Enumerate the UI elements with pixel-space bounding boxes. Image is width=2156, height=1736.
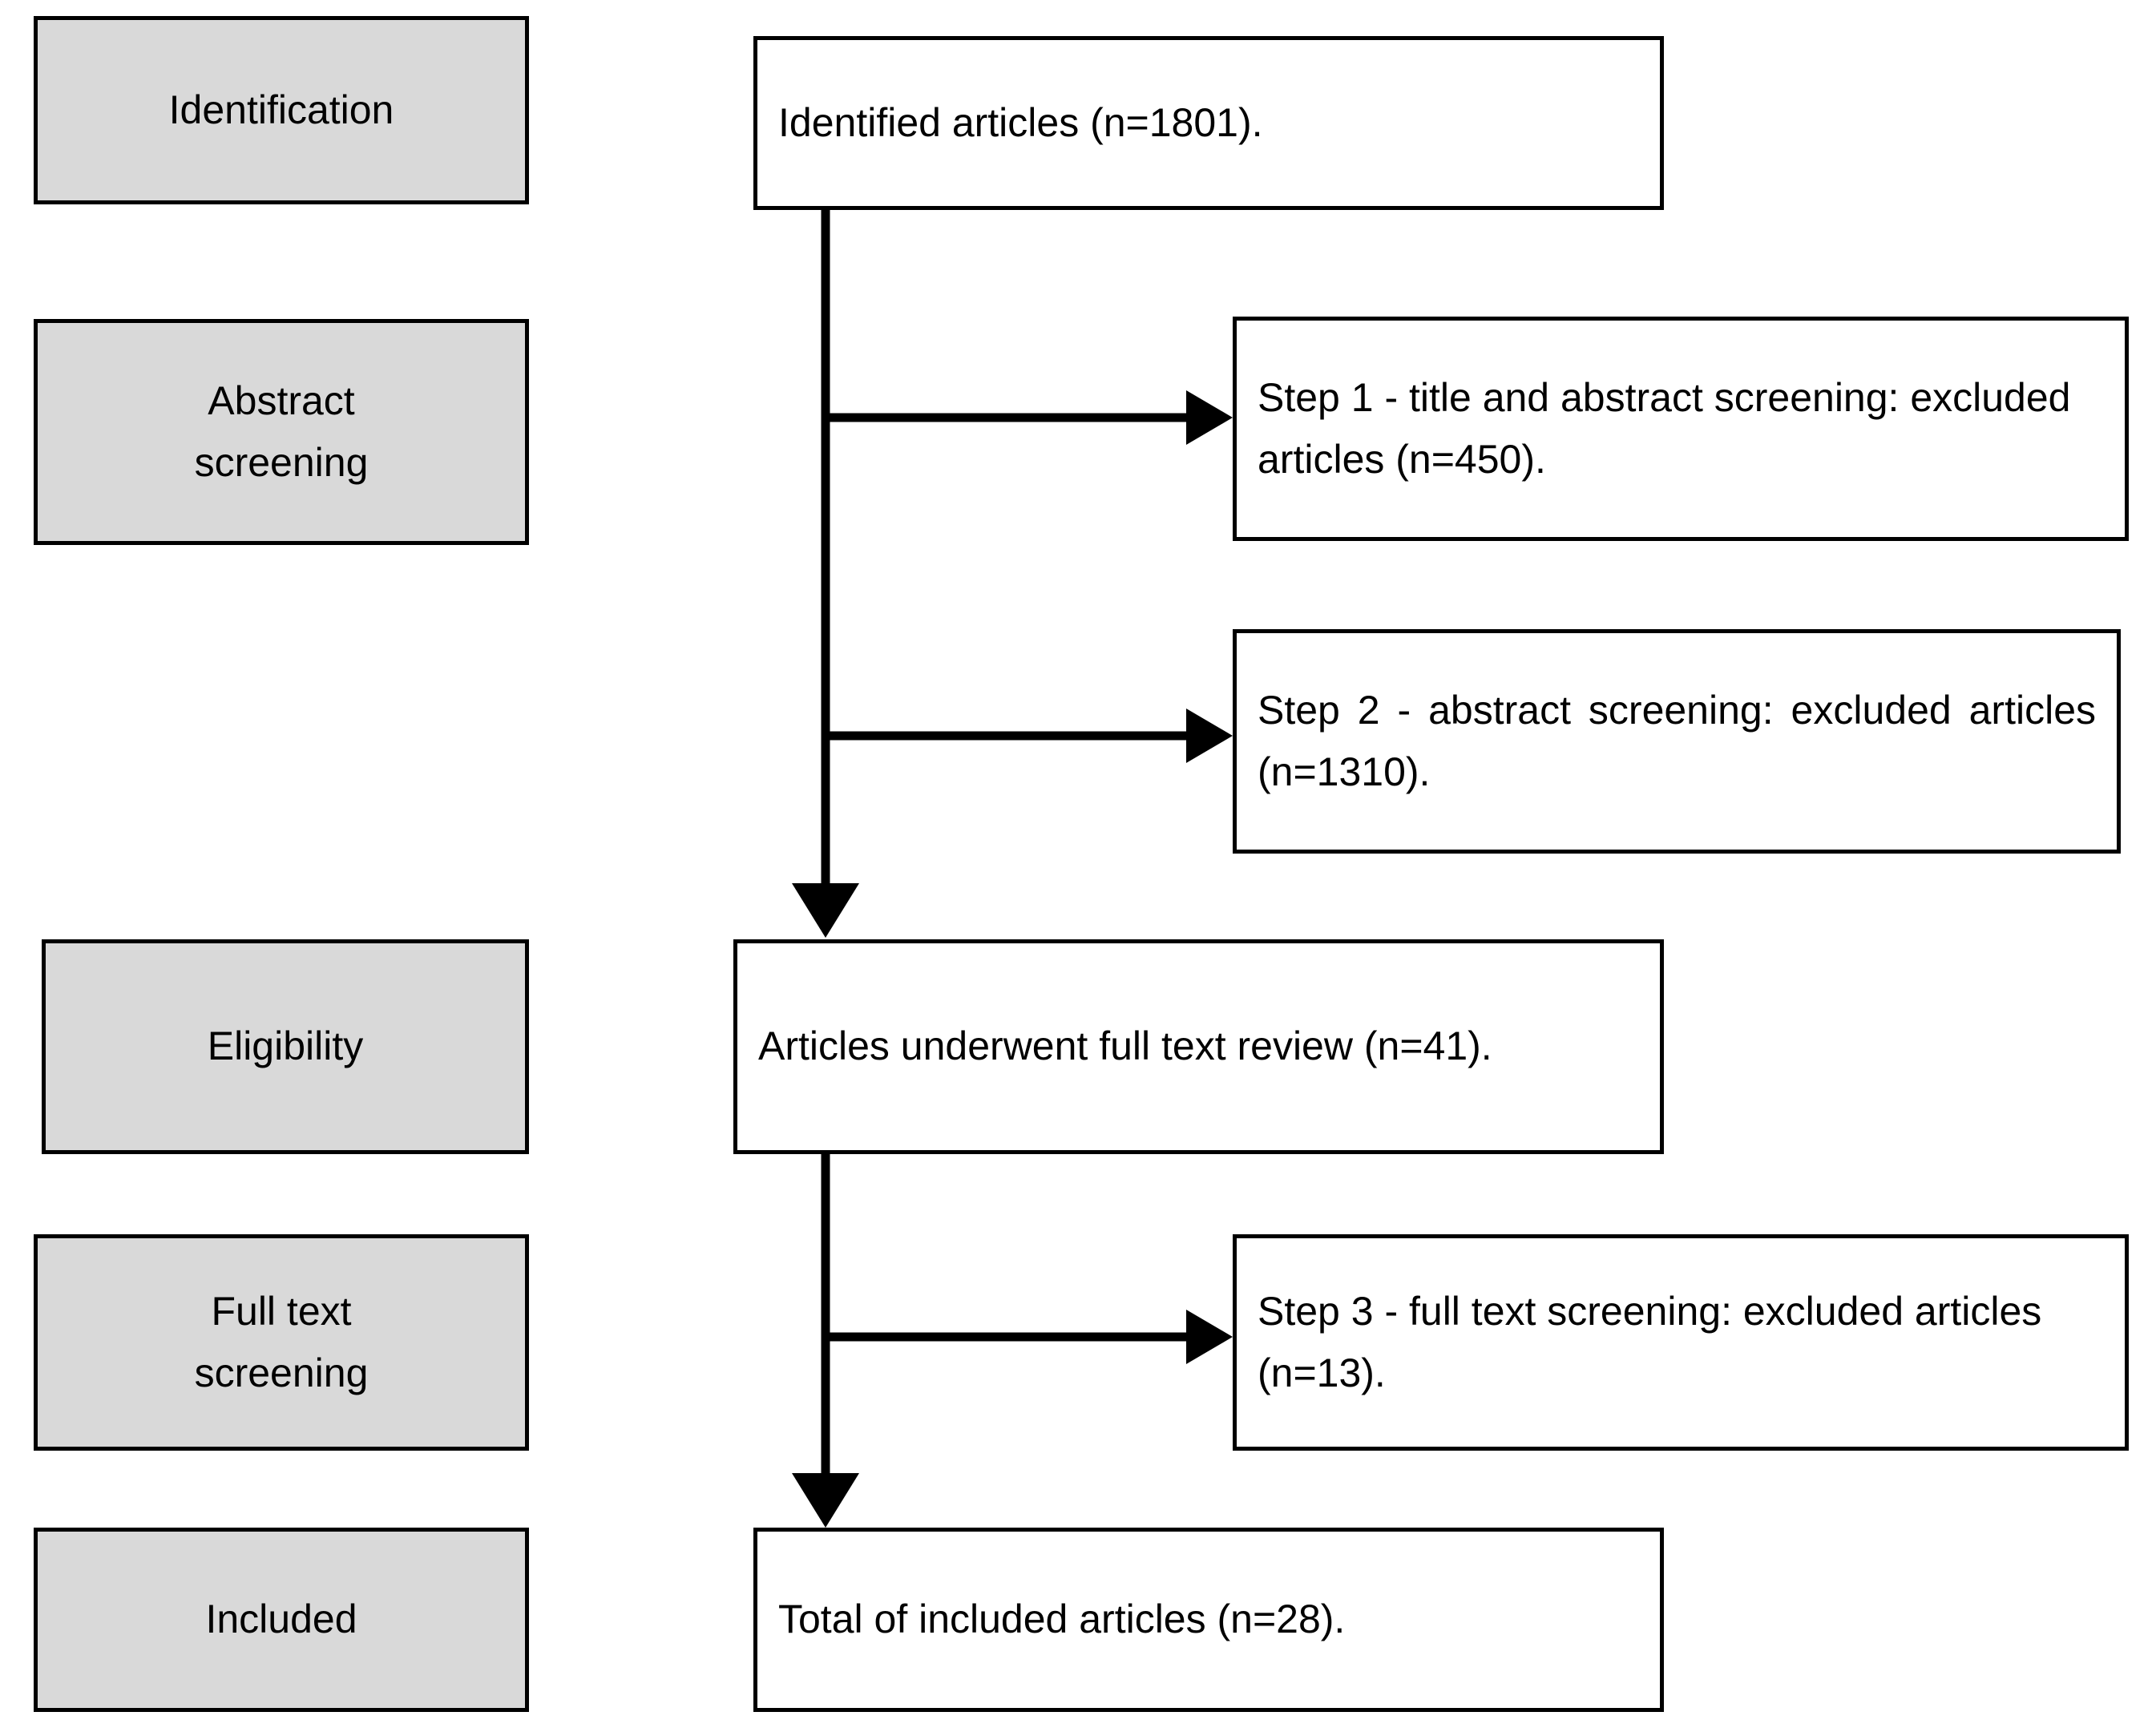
flow-box-step2-excluded: Step 2 - abstract screening: excluded ar… (1233, 629, 2121, 854)
stage-label-identification-text: Identification (168, 87, 394, 132)
stage-label-included: Included (34, 1528, 529, 1712)
flow-box-full-text-review: Articles underwent full text review (n=4… (733, 939, 1664, 1154)
flow-box-identified-articles-text: Identified articles (n=1801). (778, 99, 1263, 145)
flow-box-step1-excluded-text: Step 1 - title and abstract screening: e… (1258, 374, 2071, 482)
stage-label-abstract-screening: Abstract screening (34, 319, 529, 545)
flow-box-step2-excluded-text: Step 2 - abstract screening: excluded ar… (1258, 687, 2096, 795)
flow-box-step3-excluded: Step 3 - full text screening: excluded a… (1233, 1234, 2129, 1451)
stage-label-eligibility: Eligibility (42, 939, 529, 1154)
flow-box-step3-excluded-text: Step 3 - full text screening: excluded a… (1258, 1288, 2042, 1396)
connector-branch-to-step3 (826, 1310, 1233, 1364)
connector-branch-to-step1 (826, 390, 1233, 445)
connector-branch-to-step2 (826, 709, 1233, 763)
stage-label-included-text: Included (205, 1597, 357, 1642)
flow-box-total-included: Total of included articles (n=28). (753, 1528, 1664, 1712)
stage-label-full-text-screening: Full text screening (34, 1234, 529, 1451)
flow-box-step1-excluded: Step 1 - title and abstract screening: e… (1233, 317, 2129, 541)
stage-label-eligibility-text: Eligibility (207, 1023, 364, 1069)
connector-identified-to-eligibility (792, 210, 859, 938)
flow-box-identified-articles: Identified articles (n=1801). (753, 36, 1664, 210)
stage-label-full-text-screening-text: Full text screening (194, 1288, 369, 1396)
stage-label-abstract-screening-text: Abstract screening (194, 377, 369, 486)
flow-box-full-text-review-text: Articles underwent full text review (n=4… (758, 1023, 1492, 1069)
flow-box-total-included-text: Total of included articles (n=28). (778, 1597, 1346, 1642)
connector-eligibility-to-included (792, 1154, 859, 1528)
stage-label-identification: Identification (34, 16, 529, 204)
